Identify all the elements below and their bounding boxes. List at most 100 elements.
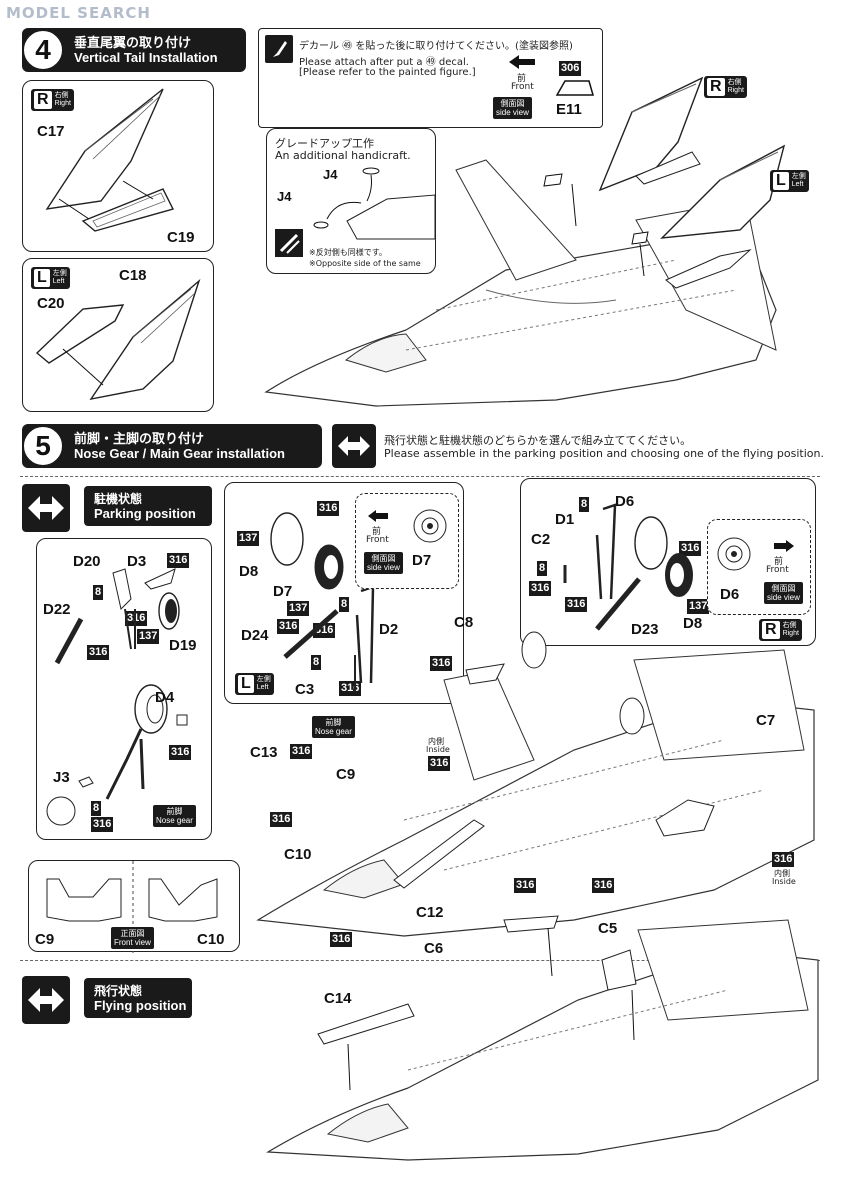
d7a-color: 316: [317, 501, 340, 516]
right-badge-letter: R: [34, 91, 52, 109]
nose-gear-tag-main: 前脚 Nose gear: [312, 716, 355, 738]
front-b-jp: 前: [774, 557, 784, 567]
right-tail-fin-main: [598, 76, 704, 192]
parking-jp: 駐機状態: [94, 492, 143, 506]
j3-label: J3: [53, 769, 70, 786]
left-main-letter: L: [773, 172, 789, 190]
parking-tag: 駐機状態 Parking position: [84, 486, 212, 526]
fin-detail-drawing: [313, 167, 436, 240]
front-arrow-small-b: [774, 540, 794, 552]
light-color-a: 8: [91, 801, 102, 816]
c14-label: C14: [324, 990, 352, 1007]
left-gear-drawing: [270, 512, 375, 693]
aircraft-flying-drawing: [266, 915, 819, 1161]
d8b-color: 137: [687, 599, 710, 614]
c17-label: C17: [37, 123, 65, 140]
right-gear-drawing: [563, 503, 693, 631]
side-view-a-en: side view: [367, 563, 400, 572]
left-badge-jp: 左側: [52, 270, 67, 277]
d4-label: D4: [155, 689, 175, 706]
side-view-en: side view: [496, 108, 529, 117]
left-tail-drawing: [35, 278, 201, 401]
step5-number: 5: [24, 427, 62, 465]
front-view-jp: 正面図: [120, 929, 145, 938]
wheel-side-a: [413, 509, 447, 543]
side-view-a-jp: 側面図: [371, 554, 396, 563]
d6a-label: D6: [615, 493, 635, 510]
choose-arrows-icon: [332, 424, 376, 468]
handicraft-jp: グレードアップ工作: [275, 137, 374, 150]
d20-label: D20: [73, 553, 101, 570]
separator-top: [20, 476, 820, 477]
c8-label: C8: [454, 614, 474, 631]
right-gear-letter: R: [762, 621, 780, 639]
choose-jp: 飛行状態と駐機状態のどちらかを選んで組み立ててください。: [384, 434, 692, 447]
front-view-tag: 正面図 Front view: [111, 927, 154, 949]
watermark: MODEL SEARCH: [6, 4, 151, 22]
wheel-side-b: [717, 537, 751, 571]
left-gear-letter: L: [238, 675, 254, 693]
flying-en: Flying position: [94, 998, 187, 1013]
watermark-text: MODEL SEARCH: [6, 4, 151, 22]
c12-label: C12: [416, 904, 444, 921]
handicraft-callout: グレードアップ工作 An additional handicraft. J4 J…: [266, 128, 436, 274]
inside-a-color: 316: [428, 756, 451, 771]
d23-label: D23: [631, 621, 659, 638]
decal-note-jp: デカール ㊾ を貼った後に取り付けてください。(塗装図参照): [299, 41, 573, 52]
step5-title-jp: 前脚・主脚の取り付け: [74, 431, 205, 446]
front-view-en: Front view: [114, 938, 151, 947]
right-main-gear-panel: 8 D6 D1 C2 316 8 316 316 137 D23 D8 前 Fr…: [520, 478, 816, 646]
d7b-label: D7: [412, 552, 432, 569]
right-badge-jp: 右側: [54, 92, 69, 99]
front-b-en: Front: [766, 565, 789, 575]
handicraft-en: An additional handicraft.: [275, 149, 411, 162]
inside-a-en: Inside: [426, 745, 450, 754]
c3-label: C3: [295, 681, 315, 698]
side-view-tag: 側面図 side view: [493, 97, 532, 119]
c18-label: C18: [119, 267, 147, 284]
e11-label: E11: [556, 101, 582, 118]
right-main-en: Right: [727, 87, 744, 94]
e11-color-code: 306: [559, 61, 582, 76]
j4b-label: J4: [277, 189, 292, 204]
front-label-jp: 前: [517, 74, 527, 84]
bay-color-a: 316: [514, 878, 537, 893]
c2-color-a: 8: [537, 561, 548, 576]
d19-color-b: 137: [137, 629, 160, 644]
front-arrow-icon: [509, 55, 535, 69]
d22-color: 316: [87, 645, 110, 660]
d8a-color: 137: [237, 531, 260, 546]
d24-label: D24: [241, 627, 269, 644]
decal-note-box: デカール ㊾ を貼った後に取り付けてください。(塗装図参照) Please at…: [258, 28, 603, 128]
d3-color: 316: [167, 553, 190, 568]
c6-label: C6: [424, 940, 444, 957]
left-badge-en: Left: [52, 278, 65, 285]
c9a-label: C9: [336, 766, 356, 783]
right-tail-drawing: [45, 88, 175, 232]
light-color-b: 316: [91, 817, 114, 832]
c5-label: C5: [598, 920, 618, 937]
side-view-jp: 側面図: [500, 99, 525, 108]
nose-gear-assembled-drawing: [46, 684, 188, 826]
left-tail-fin-main: [660, 144, 786, 289]
step4-title-jp: 垂直尾翼の取り付け: [74, 35, 192, 50]
side-view-b-jp: 側面図: [771, 584, 796, 593]
c7-label: C7: [756, 712, 776, 729]
d4-color: 316: [169, 745, 192, 760]
right-main-letter: R: [707, 78, 725, 96]
d20-color: 8: [93, 585, 104, 600]
choose-en: Please assemble in the parking position …: [384, 447, 824, 460]
inside-a-jp: 内側: [428, 737, 444, 746]
d19-label: D19: [169, 637, 197, 654]
front-arrow-small-a: [368, 510, 388, 522]
d2-color-a: 137: [287, 601, 310, 616]
decal-note-en2: [Please refer to the painted figure.]: [299, 67, 476, 78]
front-view-drawing: [46, 861, 218, 953]
c8-color: 316: [430, 656, 453, 671]
right-badge-en: Right: [54, 100, 71, 107]
nose-gear-tag-jp: 前脚: [166, 807, 183, 816]
side-view-b-en: side view: [767, 593, 800, 602]
